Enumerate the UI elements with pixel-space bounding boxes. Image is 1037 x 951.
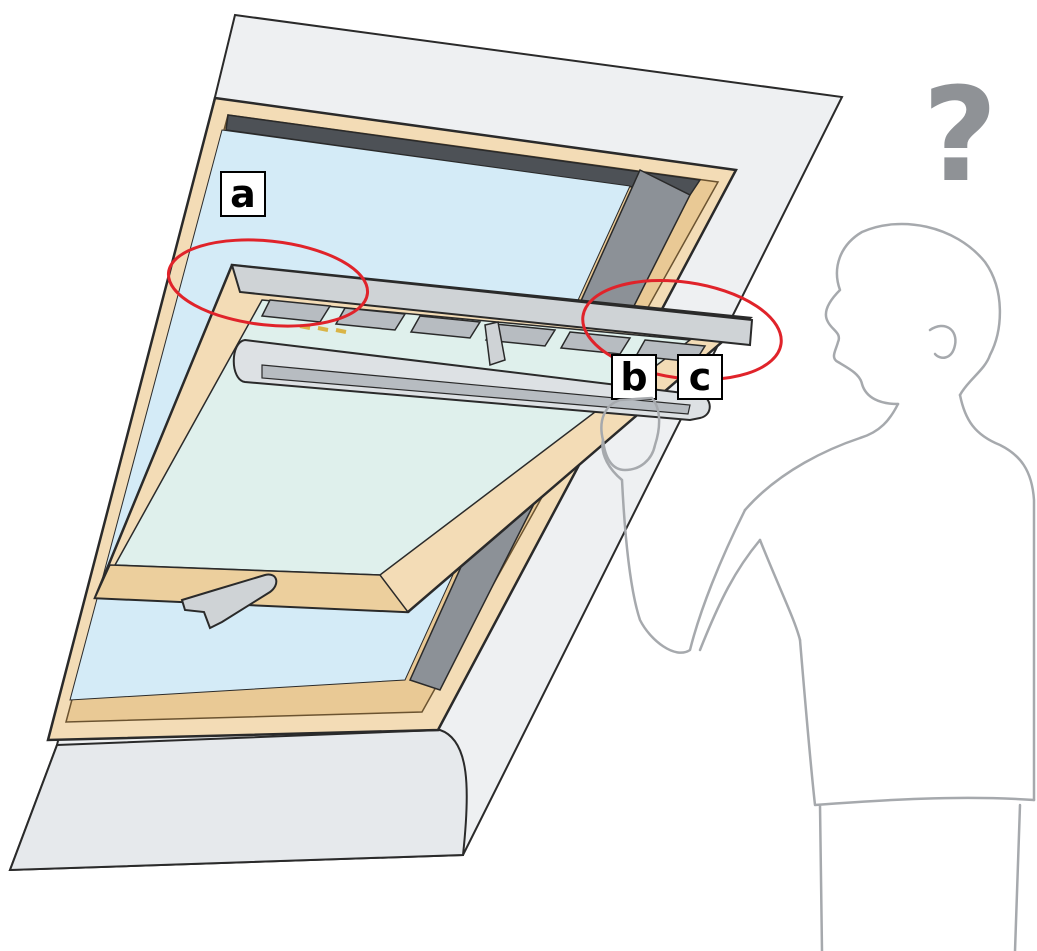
person-shirt-hem (798, 638, 1036, 951)
ventilation-slots (260, 299, 707, 363)
highlight-ring-a (166, 238, 370, 328)
person-torso-side (758, 538, 802, 642)
blind-bar-lower (261, 364, 691, 415)
person-head (824, 222, 1002, 406)
blind-clip (484, 321, 506, 367)
ventilation-bar (230, 263, 754, 347)
callout-a: a (220, 171, 266, 217)
person-body (743, 393, 1036, 802)
callout-c-label: c (689, 355, 712, 399)
question-mark-symbol: ? (922, 59, 997, 211)
person-illustration (600, 222, 1036, 951)
callout-c: c (677, 354, 723, 400)
callout-b: b (611, 354, 657, 400)
window-lining (8, 728, 468, 872)
callout-b-label: b (620, 355, 647, 399)
window-handle[interactable] (180, 573, 278, 630)
person-hand (600, 396, 661, 472)
callout-a-label: a (230, 172, 256, 216)
person-ear (928, 324, 957, 359)
highlight-ring-bc (581, 278, 783, 382)
